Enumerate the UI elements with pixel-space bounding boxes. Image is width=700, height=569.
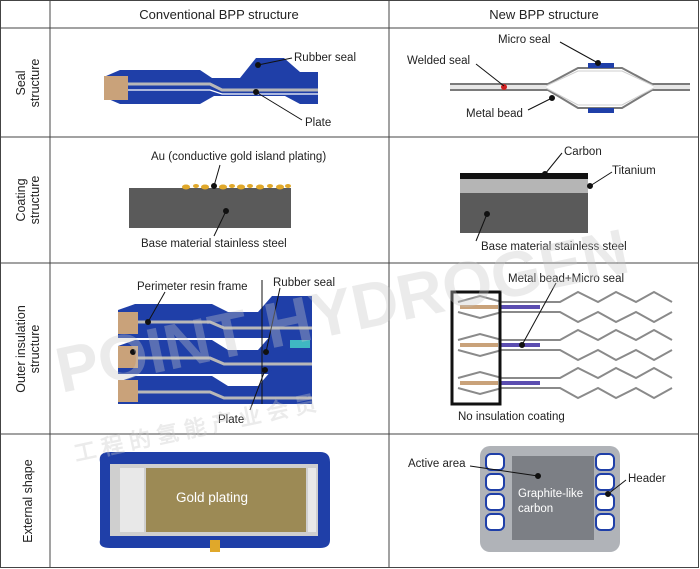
- welded-seal-dot: [501, 84, 507, 90]
- label-conv-ins-plate: Plate: [218, 414, 244, 426]
- row-label-coating-line2: structure: [28, 176, 42, 225]
- new-shape-diagram: [469, 446, 627, 552]
- row-label-seal-line2: structure: [28, 59, 42, 108]
- conv-insulation-diagram: [118, 280, 312, 411]
- label-conv-frame: Perimeter resin frame: [137, 281, 248, 293]
- conv-shape-diagram: [99, 452, 330, 552]
- row-label-coating: Coating structure: [14, 176, 42, 225]
- row-label-insulation: Outer insulation structure: [14, 305, 42, 393]
- label-new-metal-bead: Metal bead: [466, 108, 523, 120]
- conv-coating-leaders: [211, 164, 229, 237]
- label-conv-plate: Plate: [305, 117, 331, 129]
- label-new-titanium: Titanium: [612, 165, 656, 177]
- new-coating-carbon: [460, 173, 588, 179]
- new-insulation-leaders: [519, 282, 557, 348]
- row-label-seal-line1: Seal: [14, 70, 28, 95]
- gold-islands: [182, 184, 291, 190]
- row-label-insulation-line2: structure: [28, 325, 42, 374]
- new-coating-base: [460, 193, 588, 233]
- row-label-shape-text: External shape: [21, 459, 35, 542]
- label-new-graphite: Graphite-like: [518, 488, 583, 500]
- label-new-micro-seal: Micro seal: [498, 34, 550, 46]
- header-new: New BPP structure: [489, 7, 599, 22]
- new-coating-titanium: [460, 179, 588, 193]
- label-new-active-area: Active area: [408, 458, 466, 470]
- row-label-seal: Seal structure: [14, 59, 42, 108]
- new-insulation-diagram: [457, 290, 673, 400]
- label-conv-ins-rubber: Rubber seal: [273, 277, 335, 289]
- label-new-graphite-2: carbon: [518, 503, 553, 515]
- row-label-coating-line1: Coating: [14, 178, 28, 221]
- conv-coating-base: [129, 188, 291, 228]
- new-seal-diagram: [450, 67, 690, 109]
- label-new-base: Base material stainless steel: [481, 241, 627, 253]
- row-label-insulation-line1: Outer insulation: [14, 305, 28, 393]
- conv-seal-diagram: [104, 57, 318, 121]
- micro-seal-top: [588, 63, 614, 68]
- label-conv-au: Au (conductive gold island plating): [151, 151, 326, 163]
- label-new-bead-micro: Metal bead+Micro seal: [508, 273, 624, 285]
- no-insulation-box: [450, 290, 502, 406]
- label-new-carbon: Carbon: [564, 146, 602, 158]
- label-conv-base: Base material stainless steel: [141, 238, 287, 250]
- new-coating-leaders: [475, 152, 613, 242]
- new-seal-leaders: [475, 41, 601, 111]
- label-new-welded-seal: Welded seal: [407, 55, 470, 67]
- label-new-header: Header: [628, 473, 666, 485]
- header-conventional: Conventional BPP structure: [139, 7, 298, 22]
- row-label-shape: External shape: [21, 459, 35, 542]
- micro-seal-bottom: [588, 108, 614, 113]
- label-conv-gold-plating: Gold plating: [176, 490, 248, 505]
- label-new-no-insulation: No insulation coating: [458, 411, 565, 423]
- label-conv-rubber-seal: Rubber seal: [294, 52, 356, 64]
